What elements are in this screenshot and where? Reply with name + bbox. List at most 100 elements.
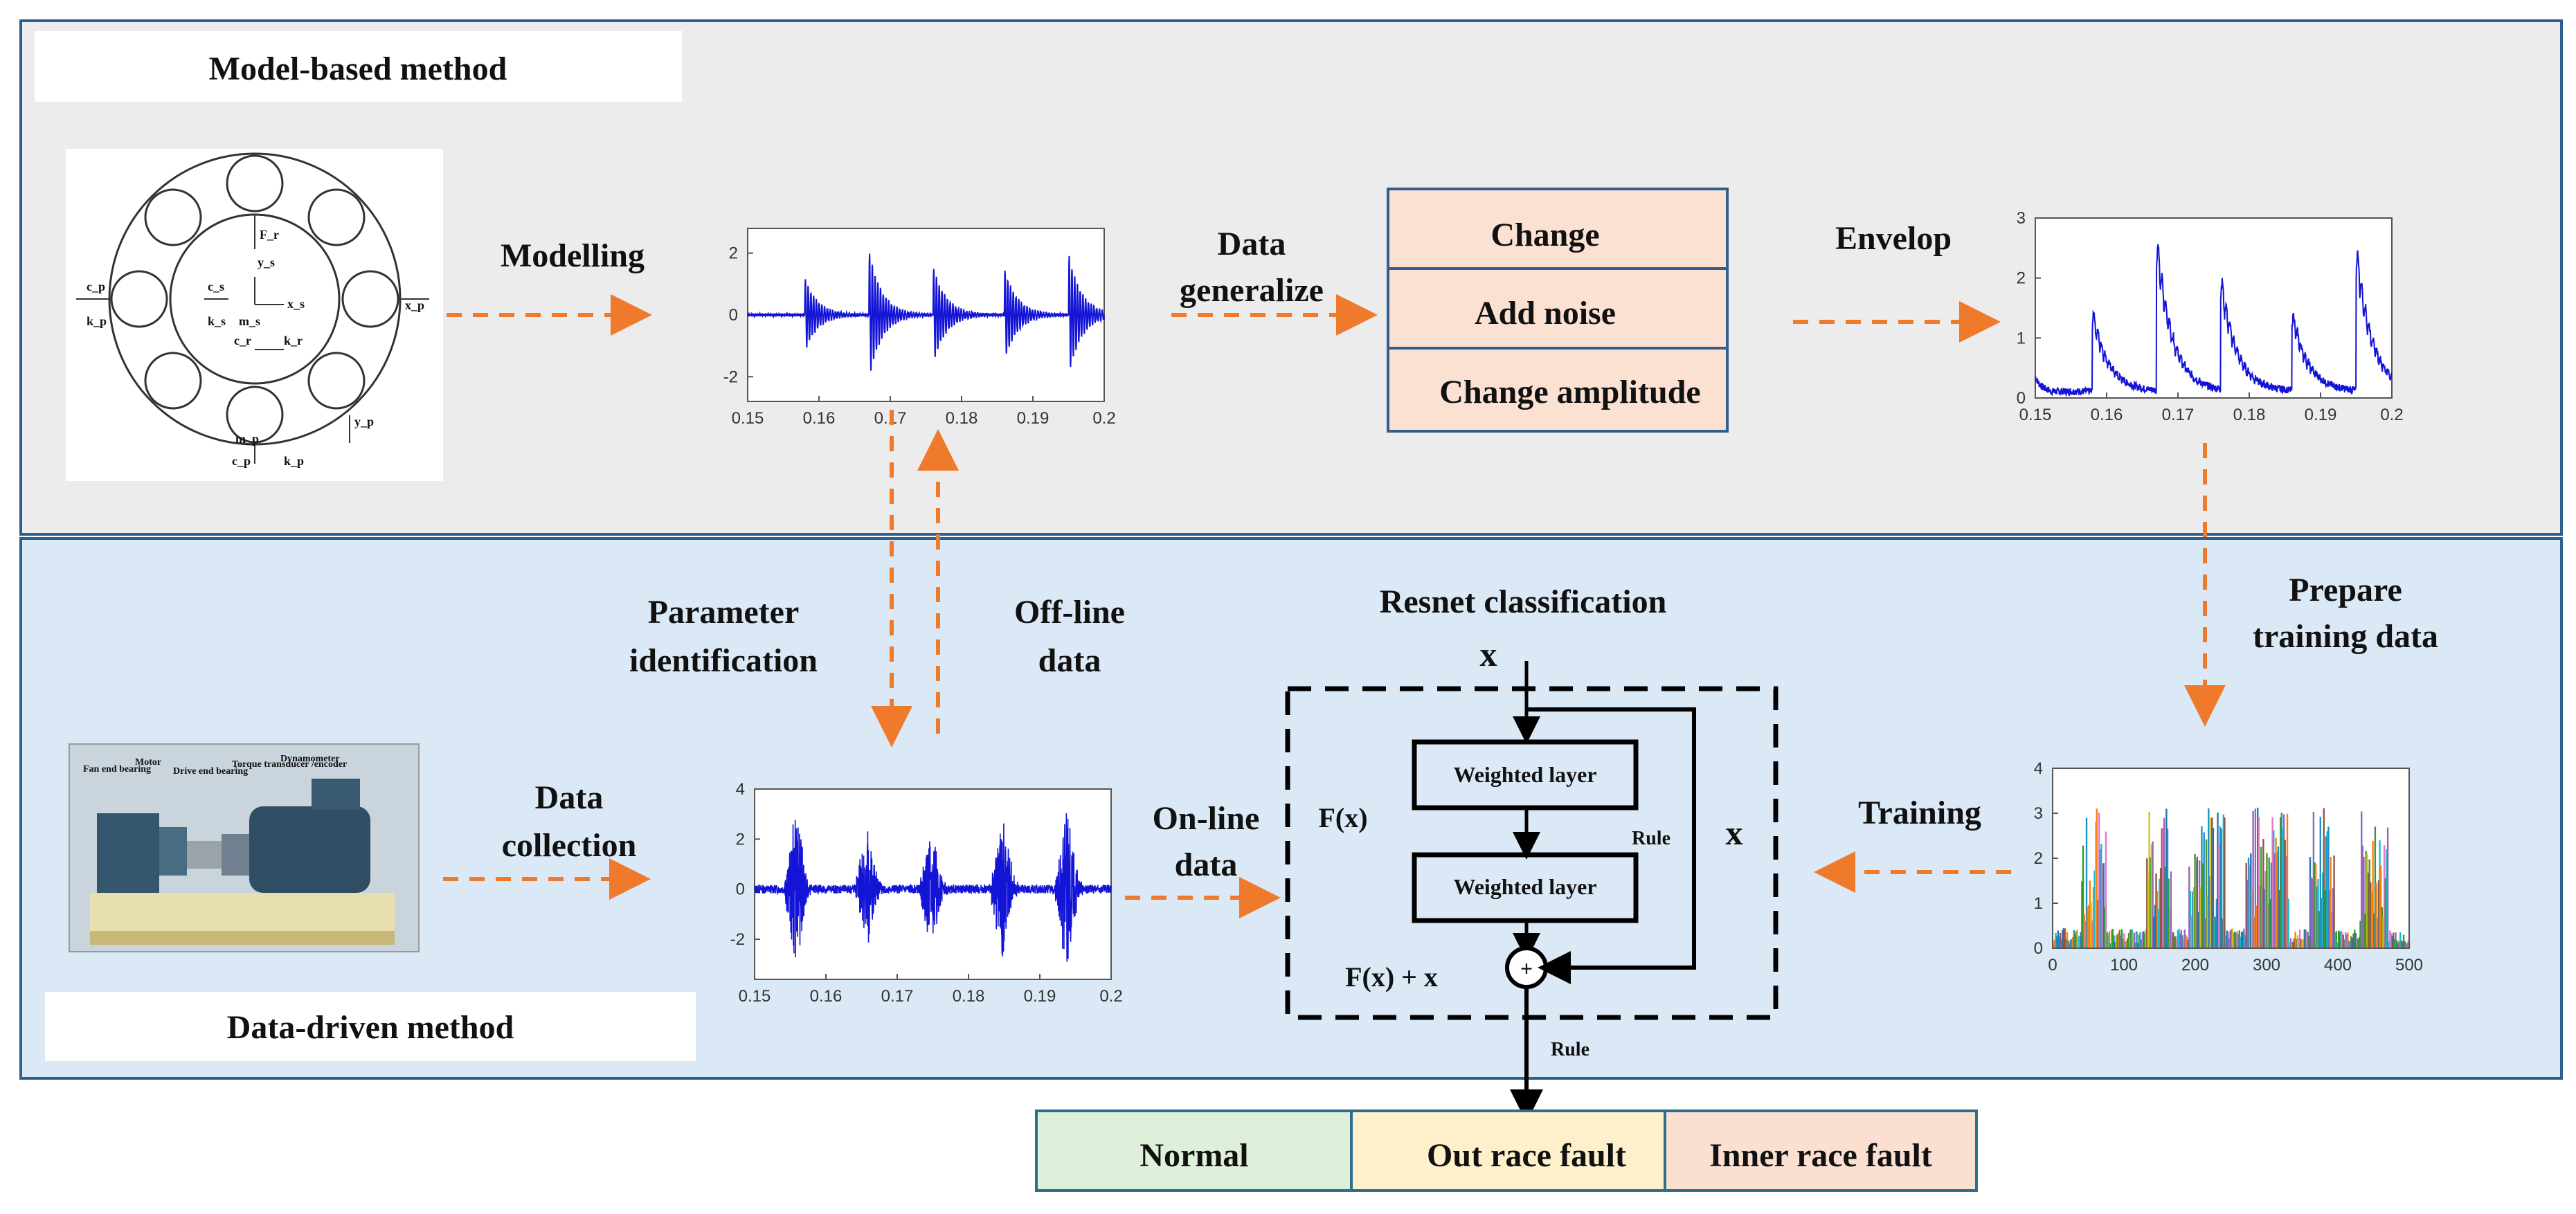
measured-ytick: 0 bbox=[736, 880, 745, 899]
training-bar bbox=[2163, 817, 2165, 948]
training-bar bbox=[2301, 939, 2303, 948]
training-xtick: 400 bbox=[2324, 956, 2352, 975]
training-bar bbox=[2367, 872, 2370, 948]
training-bar bbox=[2379, 840, 2381, 948]
training-bar bbox=[2250, 853, 2252, 948]
training-bar bbox=[2358, 936, 2361, 948]
training-bar bbox=[2159, 878, 2161, 948]
training-bar bbox=[2240, 936, 2242, 948]
training-bar bbox=[2212, 828, 2215, 948]
training-bar bbox=[2343, 939, 2345, 948]
training-bar bbox=[2062, 927, 2065, 948]
training-bar bbox=[2129, 930, 2131, 948]
training-bar bbox=[2203, 832, 2205, 948]
envelope-xtick: 0.16 bbox=[2091, 406, 2123, 424]
envelope-xtick: 0.15 bbox=[2019, 406, 2052, 424]
training-bar bbox=[2100, 844, 2102, 948]
training-xtick: 200 bbox=[2181, 956, 2209, 975]
class-inner-race bbox=[1665, 1111, 1976, 1190]
training-bar bbox=[2244, 934, 2246, 948]
resnet-rule-inner: Rule bbox=[1632, 828, 1670, 849]
training-bar bbox=[2388, 941, 2390, 948]
training-bar bbox=[2268, 857, 2270, 948]
training-bar bbox=[2305, 930, 2307, 948]
training-bar bbox=[2396, 940, 2398, 948]
training-bar bbox=[2120, 935, 2122, 948]
training-bar bbox=[2307, 932, 2309, 948]
svg-text:c_p: c_p bbox=[87, 280, 105, 293]
training-bar bbox=[2321, 898, 2323, 948]
training-bar bbox=[2127, 938, 2129, 948]
training-bar bbox=[2289, 938, 2292, 948]
training-bar bbox=[2165, 808, 2168, 948]
training-bar bbox=[2206, 896, 2208, 948]
training-bar bbox=[2314, 862, 2316, 948]
training-bar bbox=[2332, 888, 2334, 948]
resnet-fx-plus-x: F(x) + x bbox=[1345, 961, 1438, 993]
training-bar bbox=[2347, 932, 2349, 948]
training-bar bbox=[2405, 943, 2407, 948]
training-bar bbox=[2344, 932, 2347, 948]
training-bar bbox=[2092, 887, 2095, 948]
training-bar bbox=[2296, 935, 2299, 948]
training-bar bbox=[2341, 932, 2343, 948]
training-bar bbox=[2398, 941, 2400, 948]
training-bar bbox=[2217, 813, 2219, 948]
training-bar bbox=[2334, 932, 2336, 948]
training-bar bbox=[2220, 828, 2222, 948]
envelope-xtick: 0.17 bbox=[2162, 406, 2195, 424]
simulated-xtick: 0.15 bbox=[732, 409, 764, 428]
training-bar bbox=[2066, 932, 2069, 948]
training-bar bbox=[2312, 812, 2315, 948]
training-bar bbox=[2124, 941, 2127, 948]
training-bar bbox=[2109, 943, 2111, 948]
training-bar bbox=[2338, 930, 2340, 948]
modelling-label: Modelling bbox=[501, 237, 645, 274]
training-bar bbox=[2073, 930, 2075, 948]
training-bar bbox=[2106, 932, 2108, 948]
training-bar bbox=[2130, 929, 2132, 948]
training-bar bbox=[2083, 914, 2085, 948]
training-bar bbox=[2357, 939, 2359, 948]
training-bar bbox=[2111, 929, 2114, 948]
resnet-block: x Weighted layer Weighted layer + F(x) R… bbox=[1285, 635, 1778, 1123]
training-bar bbox=[2180, 930, 2182, 948]
training-bar bbox=[2395, 932, 2397, 948]
training-bar bbox=[2059, 932, 2062, 948]
training-bar bbox=[2321, 872, 2324, 948]
training-bar bbox=[2062, 930, 2064, 948]
training-bar bbox=[2132, 934, 2134, 948]
training-bar bbox=[2363, 914, 2366, 948]
training-bar bbox=[2111, 930, 2113, 948]
training-bar bbox=[2201, 826, 2203, 948]
training-ytick: 0 bbox=[2034, 939, 2043, 958]
training-bar bbox=[2179, 933, 2181, 948]
training-bar bbox=[2267, 903, 2269, 948]
training-bar bbox=[2303, 929, 2305, 948]
training-bar bbox=[2141, 932, 2143, 948]
training-bar bbox=[2150, 844, 2153, 948]
training-bar bbox=[2404, 941, 2406, 948]
training-bar bbox=[2053, 943, 2055, 948]
training-bar bbox=[2310, 877, 2312, 948]
training-bar bbox=[2213, 916, 2215, 948]
training-bar bbox=[2246, 879, 2249, 948]
training-bar bbox=[2097, 900, 2099, 948]
training-bar bbox=[2125, 941, 2127, 948]
training-bar bbox=[2269, 898, 2271, 948]
training-bar bbox=[2289, 943, 2291, 948]
simulated-xtick: 0.16 bbox=[803, 409, 836, 428]
bearing-model-schematic: F_r y_s x_s c_p k_p x_p c_s k_s m_s c_r … bbox=[66, 149, 443, 481]
training-bar bbox=[2156, 891, 2159, 948]
envelope-ytick: 3 bbox=[2017, 209, 2026, 228]
data-collection-label-2: collection bbox=[502, 827, 637, 864]
training-bar bbox=[2377, 880, 2380, 948]
training-bar bbox=[2189, 891, 2192, 948]
envelope-signal-line bbox=[2035, 244, 2393, 398]
training-bar bbox=[2182, 939, 2185, 948]
training-plot-area bbox=[2052, 768, 2410, 949]
training-bar bbox=[2127, 933, 2130, 948]
